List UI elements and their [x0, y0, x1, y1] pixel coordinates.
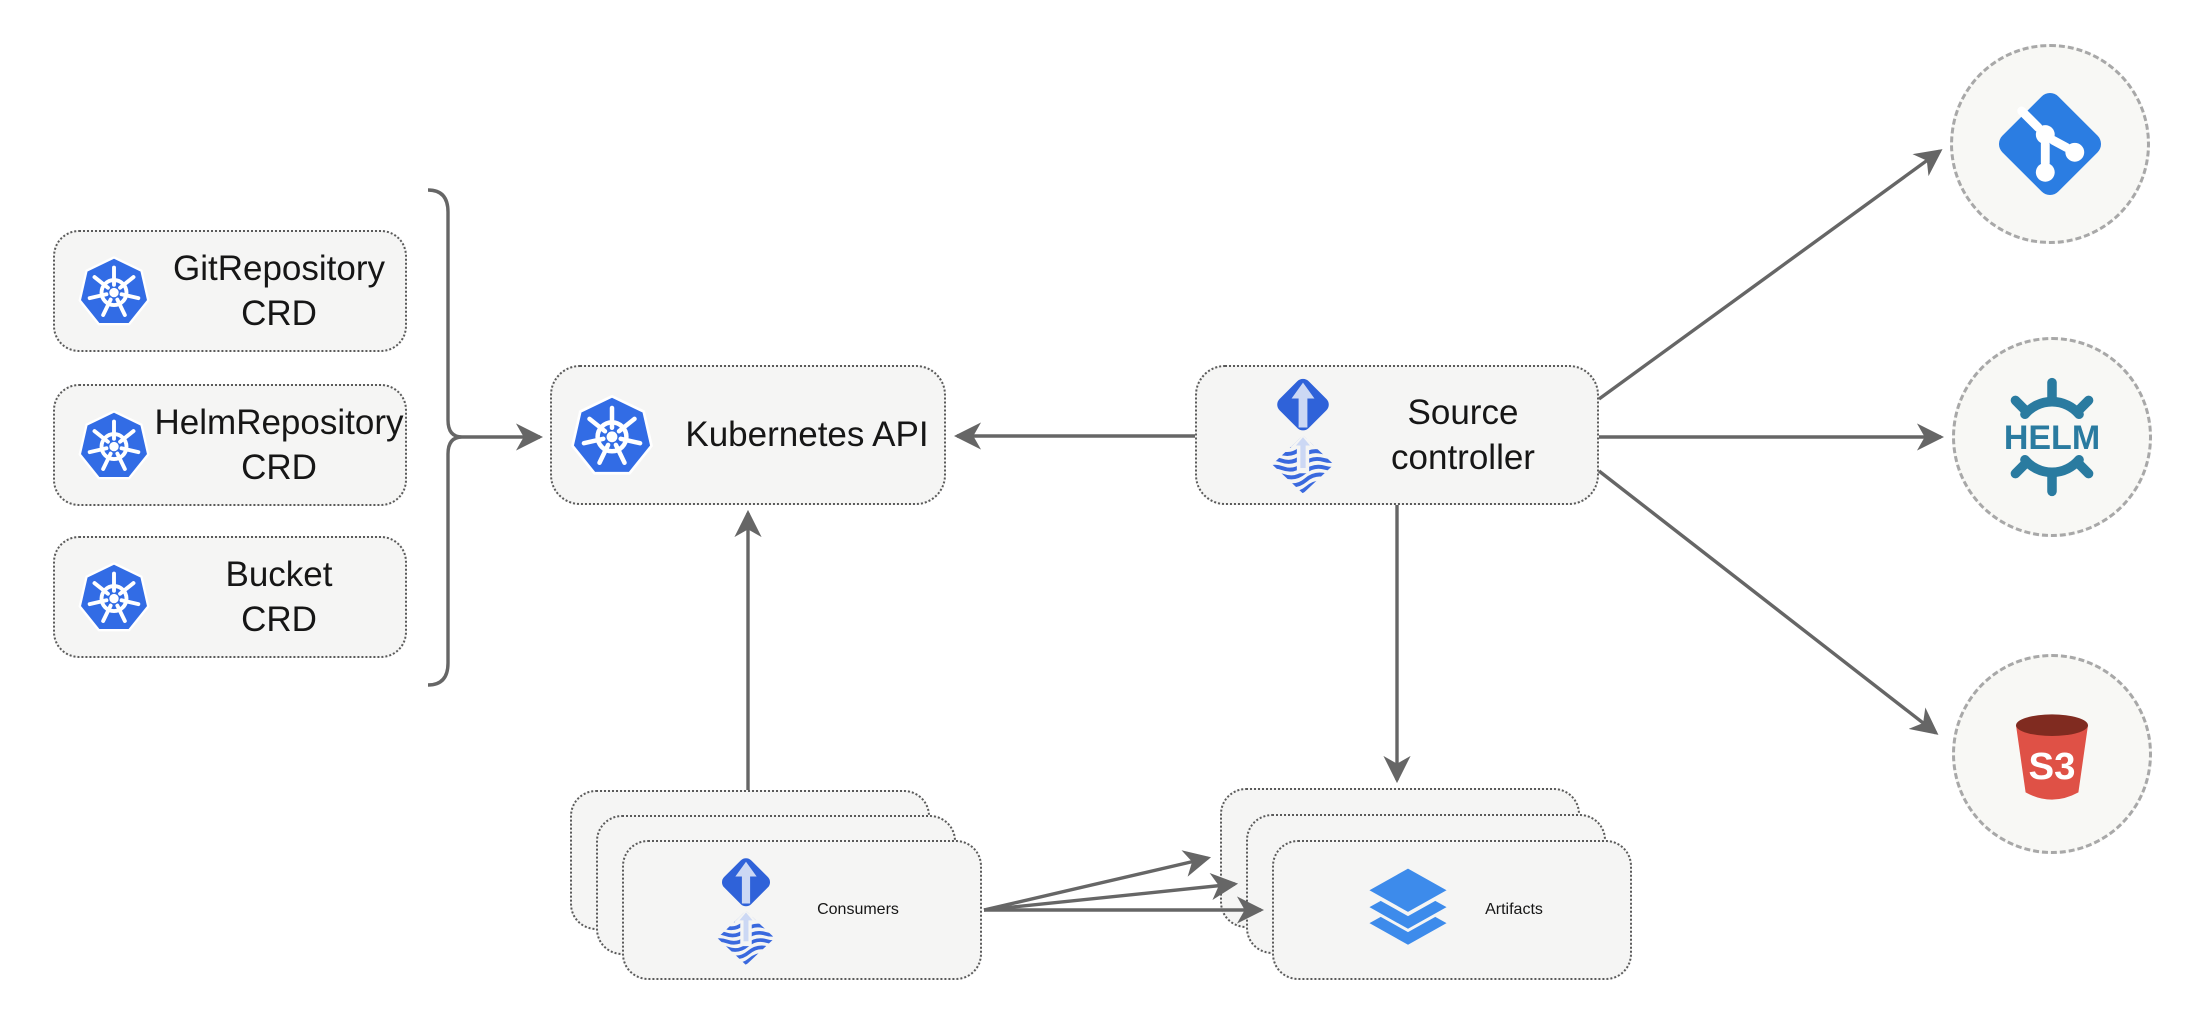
source-controller-box: Source controller [1195, 365, 1599, 505]
s3-source-circle: S3 [1952, 654, 2152, 854]
gitrepository-crd-label: GitRepository CRD [172, 248, 386, 334]
arrow-source-controller-to-git [1598, 149, 1943, 401]
artifacts-box: Artifacts [1272, 840, 1632, 980]
helm-icon: HELM [2004, 377, 2100, 497]
s3-bucket-icon: S3 [2016, 714, 2088, 800]
consumers-box: Consumers [622, 840, 982, 980]
arrow-source-controller-to-s3 [1597, 469, 1939, 735]
bucket-crd-label: Bucket CRD [225, 554, 333, 640]
kubernetes-icon [567, 390, 657, 480]
gitrepository-crd-box: GitRepository CRD [53, 230, 407, 352]
helm-wordmark: HELM [2004, 419, 2100, 457]
s3-wordmark: S3 [2029, 745, 2076, 788]
kubernetes-icon [75, 252, 153, 330]
layers-icon [1369, 868, 1447, 945]
arrow-consumers-to-artifacts-1 [983, 850, 1212, 912]
consumers-label: Consumers [817, 901, 899, 918]
artifacts-label: Artifacts [1485, 901, 1543, 918]
crd-group-bracket [427, 188, 463, 687]
kubernetes-api-label: Kubernetes API [685, 415, 929, 455]
helm-source-circle: HELM [1952, 337, 2152, 537]
flux-source-icon [705, 851, 787, 970]
helmrepository-crd-box: HelmRepository CRD [53, 384, 407, 506]
arrow-consumers-to-artifacts-2 [983, 872, 1239, 912]
kubernetes-icon [75, 406, 153, 484]
source-controller-label: Source controller [1391, 392, 1535, 478]
git-icon [1998, 92, 2102, 196]
git-source-circle [1950, 44, 2150, 244]
kubernetes-api-box: Kubernetes API [550, 365, 946, 505]
bucket-crd-box: Bucket CRD [53, 536, 407, 658]
kubernetes-icon [75, 558, 153, 636]
helmrepository-crd-label: HelmRepository CRD [154, 402, 404, 488]
flux-source-icon [1259, 371, 1347, 499]
